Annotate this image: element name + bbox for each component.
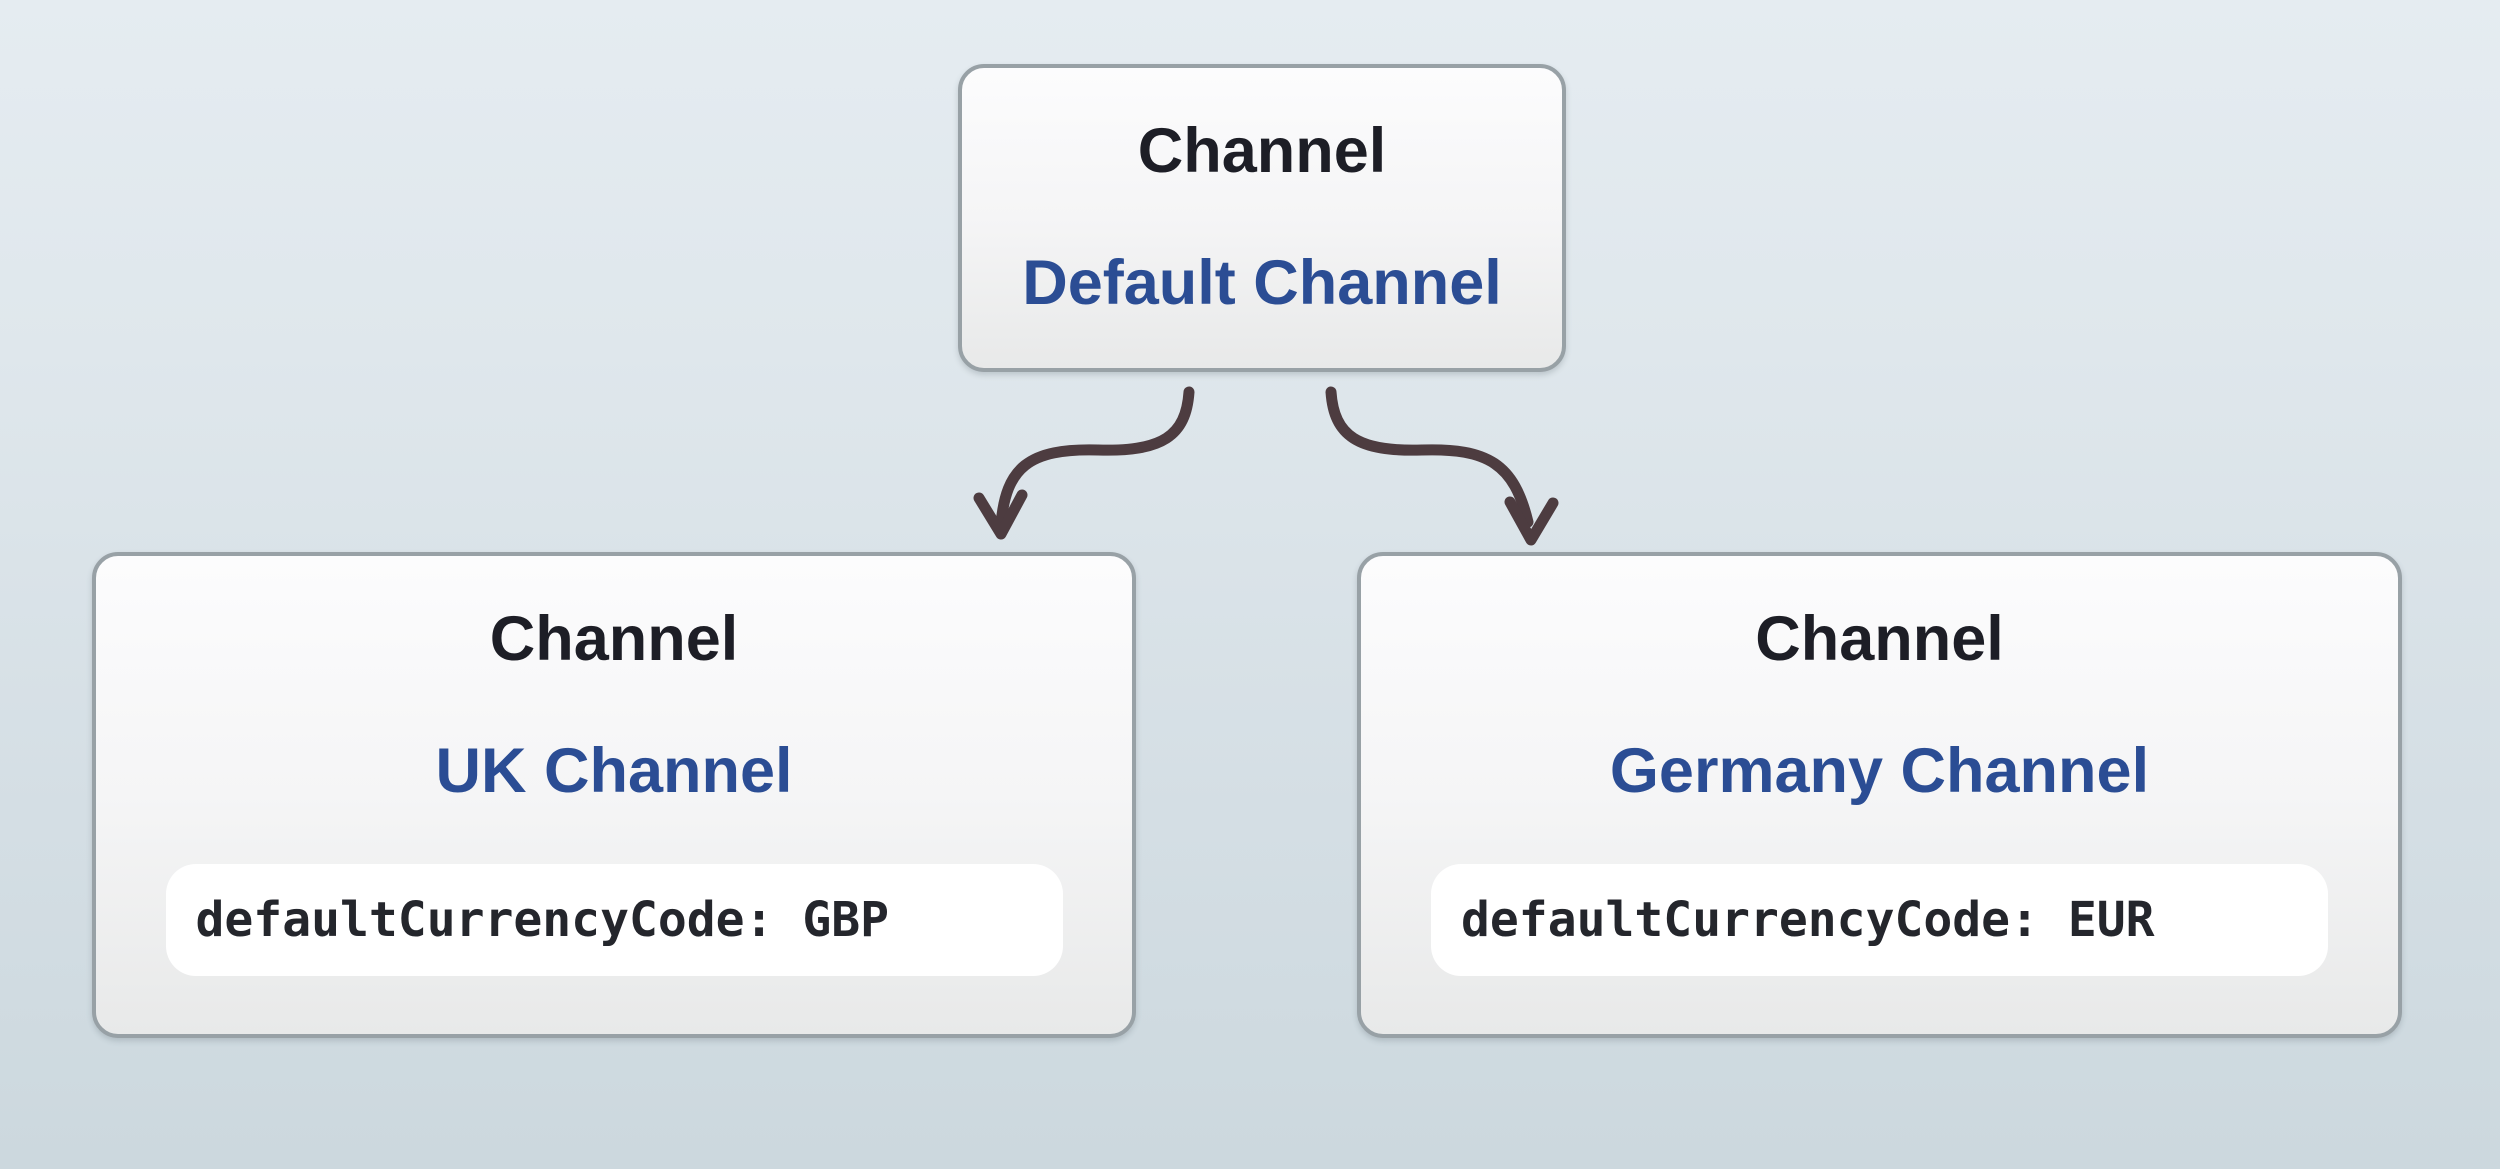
node-type-label: Channel (1137, 116, 1387, 186)
attribute-pill: defaultCurrencyCode: EUR (1431, 864, 2328, 976)
node-uk-channel: Channel UK Channel defaultCurrencyCode: … (92, 552, 1136, 1038)
arrow-default-to-germany (1325, 386, 1559, 546)
attribute-text: defaultCurrencyCode: GBP (195, 892, 890, 948)
attribute-pill: defaultCurrencyCode: GBP (165, 864, 1063, 976)
attribute-text: defaultCurrencyCode: EUR (1461, 892, 2155, 948)
node-type-label: Channel (489, 604, 739, 674)
node-name-label: UK Channel (435, 736, 793, 806)
node-name-label: Default Channel (1022, 248, 1502, 318)
arrow-default-to-uk (973, 386, 1195, 540)
node-type-label: Channel (1755, 604, 2004, 674)
node-name-label: Germany Channel (1609, 736, 2150, 806)
node-default-channel: Channel Default Channel (958, 64, 1566, 372)
node-germany-channel: Channel Germany Channel defaultCurrencyC… (1357, 552, 2402, 1038)
